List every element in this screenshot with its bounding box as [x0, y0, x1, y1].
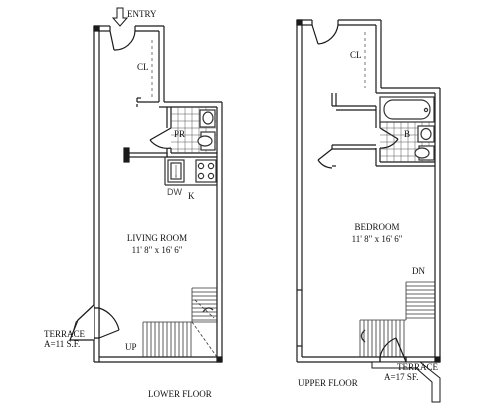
entry-arrow-icon [111, 7, 129, 27]
bath-sink [417, 125, 435, 143]
stair-down-label: DN [412, 266, 425, 276]
upper-closet-label: CL [350, 50, 362, 60]
upper-floor-plan [296, 19, 441, 403]
lower-floor-plan [69, 7, 223, 363]
upper-stairs [359, 281, 435, 357]
lower-terrace-door [93, 307, 120, 339]
lower-terrace [69, 304, 95, 341]
powder-room-sink [199, 109, 216, 128]
powder-room-toilet [197, 131, 216, 151]
lower-closet-label: CL [137, 62, 149, 72]
lower-closet-walls [136, 40, 159, 107]
upper-terrace [371, 361, 441, 403]
powder-room-label: PR [174, 129, 185, 139]
upper-floor-title: UPPER FLOOR [298, 378, 358, 388]
upper-left-window [297, 289, 302, 347]
kitchen-partition [123, 147, 168, 163]
entry-label: ENTRY [127, 9, 157, 19]
upper-exterior-walls [296, 19, 441, 363]
kitchen-counter [164, 157, 217, 186]
kitchen-stove [195, 159, 217, 183]
upper-partitions [317, 93, 435, 169]
bath-label: B [404, 129, 410, 139]
lower-terrace-area: A=11 S.F. [44, 339, 80, 349]
upper-terrace-name: TERRACE [397, 362, 439, 372]
kitchen-label: K [188, 191, 195, 201]
bedroom-name: BEDROOM [354, 222, 399, 232]
upper-terrace-area: A=17 SF. [384, 372, 418, 382]
bedroom-size: 11' 8" x 16' 6" [352, 234, 403, 244]
bathtub [379, 96, 435, 123]
stair-up-label: UP [125, 342, 137, 352]
lower-floor-title: LOWER FLOOR [148, 389, 212, 399]
dishwasher-label: DW [167, 187, 182, 197]
lower-terrace-name: TERRACE [44, 329, 86, 339]
living-room-name: LIVING ROOM [127, 233, 187, 243]
lower-stairs [142, 287, 218, 358]
entry-door [109, 26, 136, 51]
bath-toilet [414, 145, 435, 161]
labels: ENTRY CL PR DW K LIVING ROOM 11' 8" x 16… [44, 9, 439, 399]
living-room-size: 11' 8" x 16' 6" [132, 245, 183, 255]
upper-top-door [311, 20, 339, 45]
